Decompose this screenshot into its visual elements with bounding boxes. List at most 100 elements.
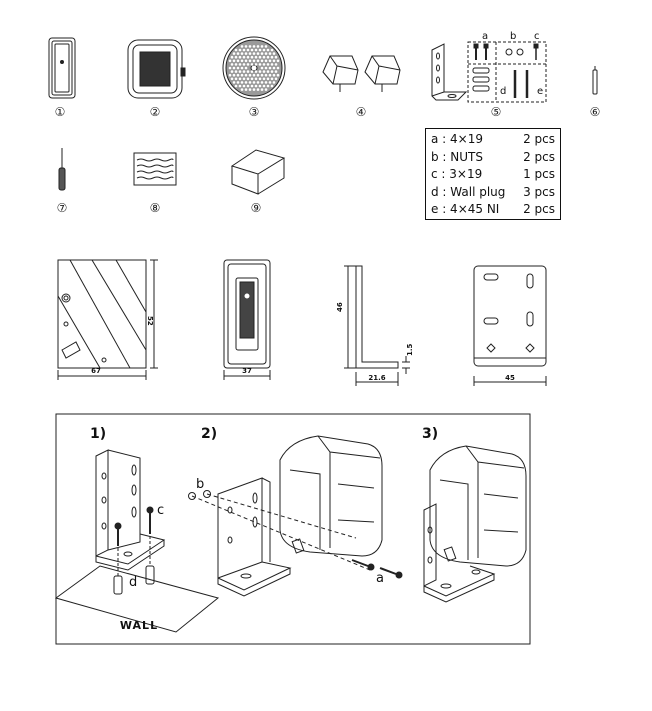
honeycomb-cell	[234, 48, 238, 52]
honeycomb-cell	[242, 70, 246, 73]
honeycomb-cell	[268, 66, 272, 70]
dim-bracket-thickness: 1.5	[406, 343, 414, 356]
honeycomb-cell	[276, 59, 280, 63]
part-4-clips	[322, 55, 401, 92]
honeycomb-cell	[242, 48, 246, 52]
honeycomb-cell	[244, 88, 248, 91]
part-6-pin	[592, 66, 598, 95]
honeycomb-cell	[238, 55, 242, 59]
honeycomb-cell	[252, 52, 256, 55]
honeycomb-cell	[240, 73, 244, 77]
honeycomb-cell	[244, 45, 248, 48]
honeycomb-cell	[250, 77, 254, 81]
honeycomb-cell	[254, 84, 258, 88]
part-2-reflector	[127, 39, 186, 99]
honeycomb-cell	[232, 52, 236, 55]
honeycomb-cell	[234, 77, 238, 81]
honeycomb-cell	[270, 63, 274, 66]
dim-front-width: 67	[91, 367, 101, 375]
step-1-title: 1)	[90, 426, 106, 442]
honeycomb-cell	[246, 77, 250, 81]
honeycomb-cell	[258, 70, 262, 73]
dim-side-width: 37	[242, 367, 252, 375]
wall-label: WALL	[120, 619, 158, 632]
honeycomb-cell	[230, 63, 234, 66]
honeycomb-cell	[228, 66, 232, 70]
honeycomb-cell	[264, 59, 268, 63]
honeycomb-cell	[266, 77, 270, 81]
honeycomb-cell	[250, 84, 254, 88]
honeycomb-cell	[264, 66, 268, 70]
honeycomb-cell	[274, 77, 278, 81]
honeycomb-cell	[268, 52, 272, 55]
honeycomb-cell	[264, 45, 268, 48]
honeycomb-cell	[274, 63, 278, 66]
honeycomb-cell	[238, 48, 242, 52]
honeycomb-cell	[264, 73, 268, 77]
honeycomb-cell	[240, 59, 244, 63]
dim-bracket-height: 46	[336, 302, 344, 312]
honeycomb-cell	[270, 48, 274, 52]
honeycomb-cell	[270, 84, 274, 88]
honeycomb-cell	[234, 84, 238, 88]
parts-table-item: a : 4×19	[431, 132, 483, 146]
honeycomb-cell	[266, 55, 270, 59]
honeycomb-cell	[240, 88, 244, 91]
parts-table-item: d : Wall plug	[431, 184, 506, 199]
honeycomb-cell	[236, 66, 240, 70]
honeycomb-cell	[246, 48, 250, 52]
honeycomb-cell	[262, 77, 266, 81]
honeycomb-cell	[252, 45, 256, 48]
honeycomb-cell	[264, 52, 268, 55]
kit-letter-b: b	[510, 31, 516, 42]
honeycomb-cell	[268, 81, 272, 84]
honeycomb-cell	[240, 66, 244, 70]
honeycomb-cell	[262, 70, 266, 73]
parts-table-row: d : Wall plug 3 pcs	[431, 184, 555, 202]
kit-letter-e: e	[537, 86, 543, 97]
honeycomb-cell	[258, 55, 262, 59]
step-2-label-b: b	[196, 477, 204, 492]
honeycomb-cell	[270, 55, 274, 59]
honeycomb-cell	[234, 70, 238, 73]
kit-letter-a: a	[482, 31, 488, 42]
honeycomb-cell	[276, 66, 280, 70]
honeycomb-cell	[230, 55, 234, 59]
part-1-label: ①	[55, 105, 66, 119]
honeycomb-cell	[244, 52, 248, 55]
honeycomb-cell	[252, 73, 256, 77]
honeycomb-cell	[262, 84, 266, 88]
honeycomb-cell	[236, 59, 240, 63]
kit-letter-c: c	[534, 31, 540, 42]
part-5-bracket-kit	[431, 41, 547, 103]
parts-table-item: b : NUTS	[431, 149, 483, 164]
honeycomb-cell	[262, 48, 266, 52]
honeycomb-cell	[256, 59, 260, 63]
parts-table-row: a : 4×19 2 pcs	[431, 131, 555, 149]
honeycomb-cell	[236, 73, 240, 77]
honeycomb-cell	[260, 66, 264, 70]
part-3-round-reflector	[222, 36, 286, 100]
honeycomb-cell	[246, 63, 250, 66]
honeycomb-cell	[254, 63, 258, 66]
part-7-screwdriver	[58, 148, 66, 191]
honeycomb-cell	[228, 73, 232, 77]
honeycomb-cell	[232, 59, 236, 63]
honeycomb-cell	[256, 45, 260, 48]
part-5-label: ⑤	[491, 105, 502, 119]
honeycomb-cell	[258, 84, 262, 88]
honeycomb-cell	[240, 52, 244, 55]
part-3-label: ③	[249, 105, 260, 119]
honeycomb-cell	[248, 73, 252, 77]
step-3-title: 3)	[422, 426, 438, 442]
honeycomb-cell	[274, 70, 278, 73]
honeycomb-cell	[230, 70, 234, 73]
honeycomb-cell	[266, 63, 270, 66]
parts-table: a : 4×19 2 pcs b : NUTS 2 pcs c : 3×19 1…	[425, 128, 561, 220]
part-8-manual	[133, 152, 177, 186]
part-2-label: ②	[150, 105, 161, 119]
honeycomb-cell	[260, 45, 264, 48]
honeycomb-cell	[248, 59, 252, 63]
step-3-illustration	[423, 445, 527, 603]
